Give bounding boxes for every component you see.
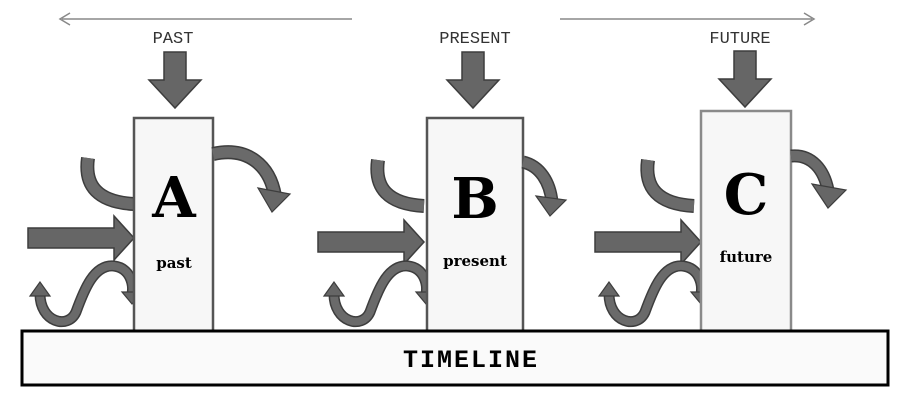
- future-label: FUTURE: [709, 30, 770, 49]
- curved-in-arrow-c: [647, 160, 694, 206]
- group-c: C future: [594, 109, 848, 334]
- down-arrow-a: [148, 51, 202, 109]
- right-arrow-a: [27, 215, 135, 261]
- group-b: B present: [317, 116, 568, 334]
- box-b-letter: B: [451, 166, 498, 232]
- timeline-bar: TIMELINE: [20, 329, 890, 387]
- box-a-sublabel: past: [156, 254, 192, 272]
- down-arrow-b: [446, 51, 500, 109]
- curved-out-arrow-c: [790, 149, 848, 209]
- wave-arrow-a: [30, 266, 142, 322]
- curved-in-arrow-a: [87, 158, 134, 204]
- past-direction-arrow: [58, 12, 352, 26]
- box-c-letter: C: [724, 162, 769, 228]
- present-label: PRESENT: [439, 30, 510, 49]
- box-b-sublabel: present: [443, 252, 507, 270]
- past-label: PAST: [153, 30, 194, 49]
- future-direction-arrow: [560, 12, 816, 26]
- curved-in-arrow-b: [377, 160, 424, 206]
- box-a-letter: A: [151, 165, 197, 231]
- group-a: A past: [27, 116, 292, 334]
- box-c: [699, 109, 793, 334]
- timeline-label: TIMELINE: [403, 346, 539, 375]
- wave-arrow-b: [324, 266, 436, 322]
- box-a: [132, 116, 215, 334]
- box-b: [425, 116, 525, 334]
- curved-out-arrow-b: [520, 155, 568, 217]
- right-arrow-c: [594, 219, 702, 265]
- wave-arrow-c: [599, 266, 711, 322]
- curved-out-arrow-a: [211, 145, 292, 213]
- box-c-sublabel: future: [720, 248, 773, 266]
- right-arrow-b: [317, 219, 425, 265]
- down-arrow-c: [718, 50, 772, 108]
